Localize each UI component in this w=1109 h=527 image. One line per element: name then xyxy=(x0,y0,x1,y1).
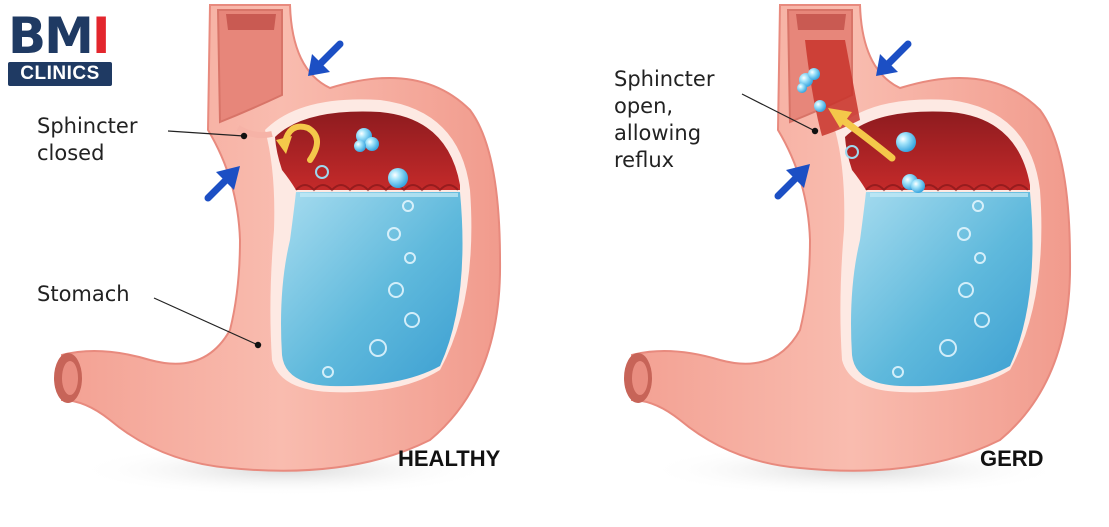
label-line: Sphincter xyxy=(614,67,715,91)
label-line: Sphincter xyxy=(37,114,138,138)
label-line: allowing xyxy=(614,121,702,145)
label-line: closed xyxy=(37,141,105,165)
leader-line-gerd-sphincter xyxy=(741,93,819,135)
gerd-pressure-arrow-lower xyxy=(774,164,810,200)
logo-clinics-bar: CLINICS xyxy=(8,62,112,86)
reflux-bubbles xyxy=(797,68,925,193)
caption-gerd: GERD xyxy=(980,446,1044,471)
logo-text-bm: BM xyxy=(8,7,94,65)
label-line: open, xyxy=(614,94,674,118)
leader-line-sphincter xyxy=(167,130,248,140)
label-sphincter-closed: Sphincter closed xyxy=(37,113,137,167)
bmi-clinics-logo: BMI CLINICS xyxy=(8,10,112,86)
label-line: reflux xyxy=(614,148,675,172)
label-sphincter-open: Sphincter open, allowing reflux xyxy=(614,66,714,174)
acid-bubbles xyxy=(315,128,408,188)
healthy-stomach xyxy=(52,3,503,498)
gerd-pressure-arrow-upper xyxy=(876,40,912,76)
pressure-arrow-upper xyxy=(308,40,344,76)
logo-text-i: I xyxy=(91,7,111,65)
label-stomach: Stomach xyxy=(37,282,130,306)
caption-healthy: HEALTHY xyxy=(398,446,501,471)
leader-line-stomach xyxy=(153,297,262,349)
logo-wordmark: BMI xyxy=(8,10,112,62)
pressure-arrow-lower xyxy=(204,166,240,202)
gerd-stomach xyxy=(622,3,1073,498)
